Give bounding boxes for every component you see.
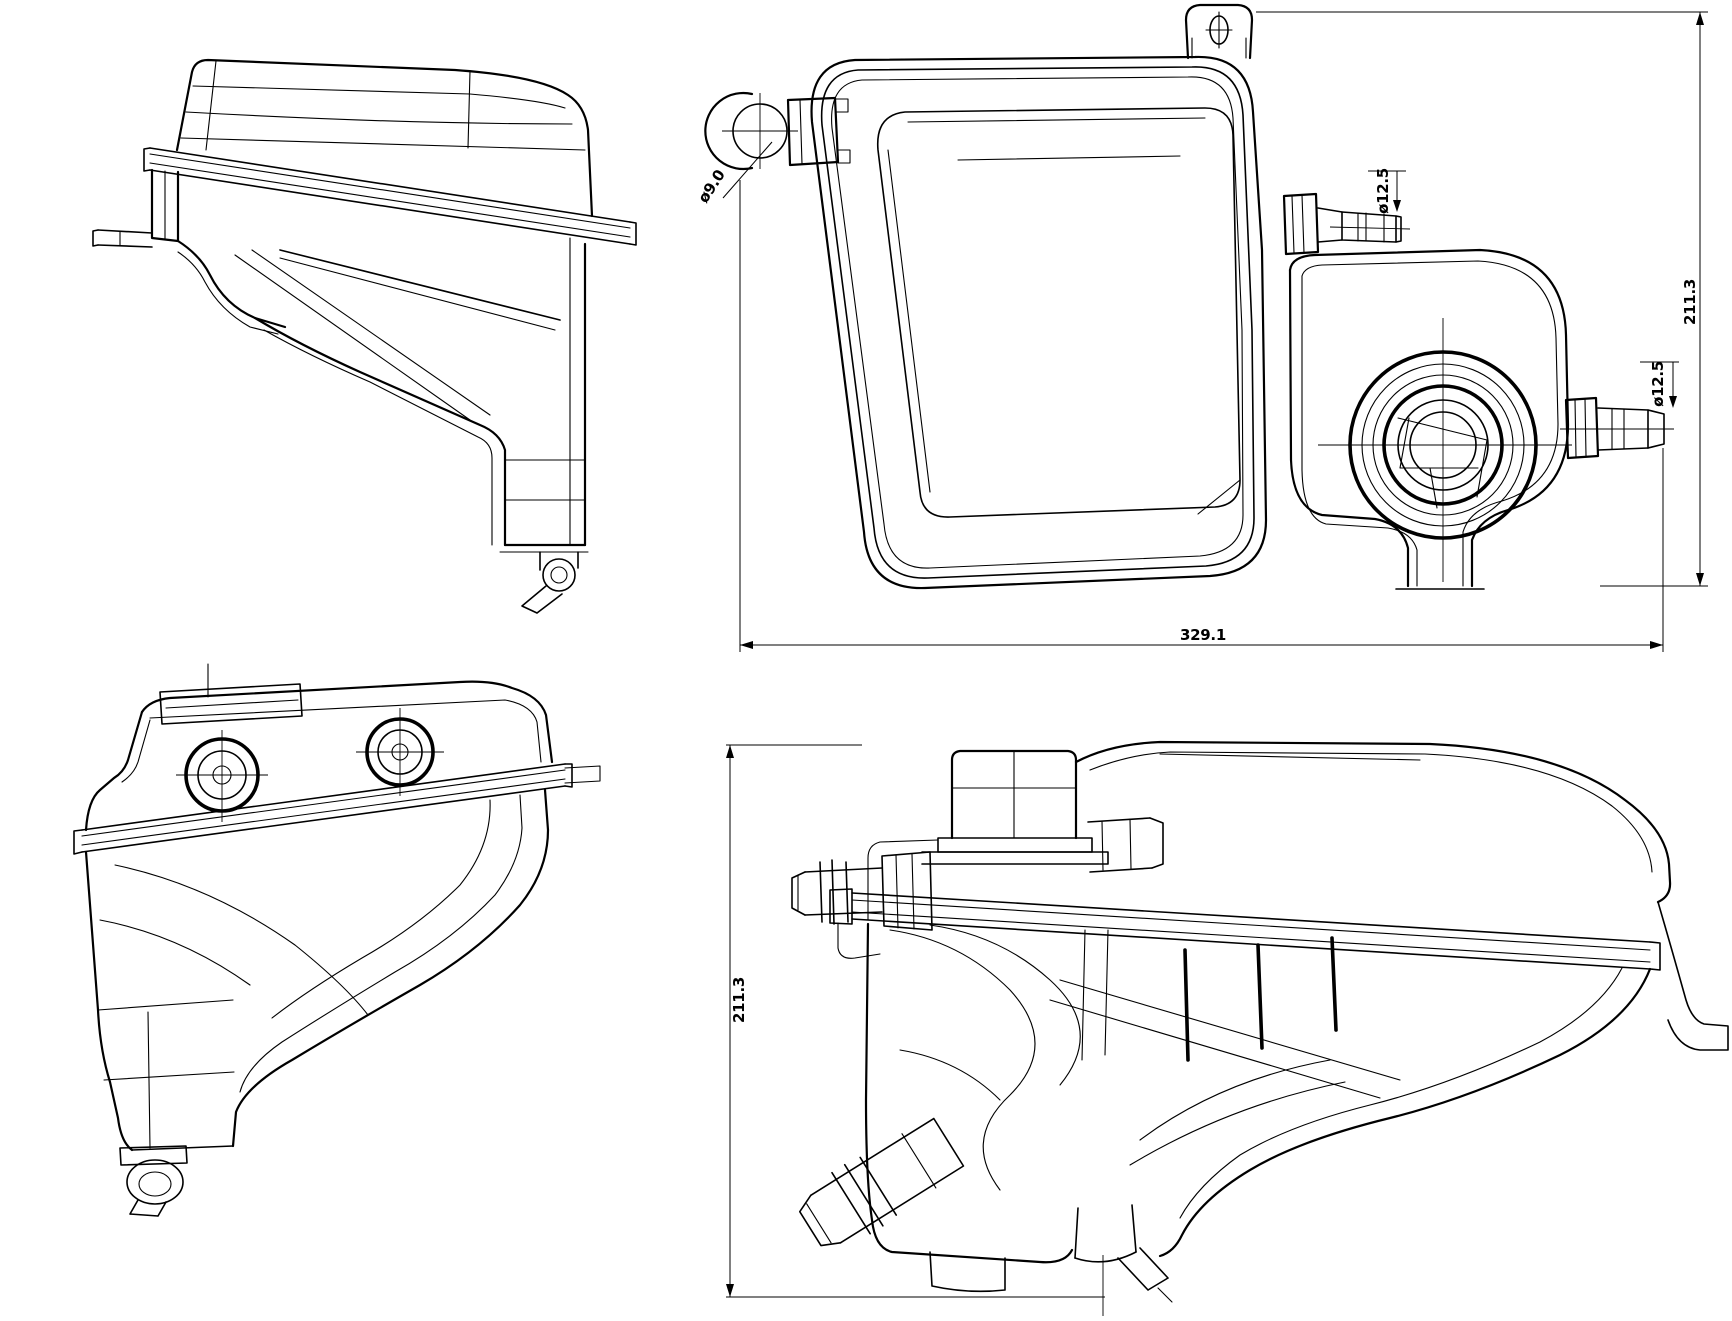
upper-port bbox=[1282, 192, 1411, 256]
vent-port bbox=[1087, 817, 1164, 873]
lower-hose-connector bbox=[798, 1117, 965, 1247]
left-port bbox=[791, 851, 933, 931]
filler-cap-housing bbox=[1288, 248, 1570, 590]
view-side-right bbox=[73, 663, 601, 1217]
view-front: 211.3 bbox=[726, 740, 1729, 1316]
bottom-outlet bbox=[1074, 1204, 1173, 1316]
cap-block bbox=[921, 749, 1109, 865]
filler-cap bbox=[1318, 318, 1572, 582]
dim-front-view-height: 211.3 bbox=[730, 977, 748, 1023]
boss-port-left bbox=[176, 730, 268, 822]
boss-port-right bbox=[356, 708, 444, 796]
bottom-hose-connector bbox=[119, 1145, 188, 1217]
dim-side-port-diameter: ø12.5 bbox=[1649, 361, 1667, 407]
dim-upper-port-diameter: ø12.5 bbox=[1374, 168, 1392, 214]
dim-top-view-width: 329.1 bbox=[1180, 626, 1226, 644]
dim-bracket-hole-diameter: ø9.0 bbox=[694, 166, 729, 206]
view-side-left bbox=[92, 58, 637, 614]
side-port bbox=[1560, 396, 1674, 460]
mounting-tab bbox=[1184, 3, 1254, 60]
view-top: ø9.0 ø12.5 bbox=[694, 3, 1708, 652]
mounting-bracket-hole bbox=[704, 91, 851, 199]
dim-top-view-depth: 211.3 bbox=[1681, 279, 1699, 325]
